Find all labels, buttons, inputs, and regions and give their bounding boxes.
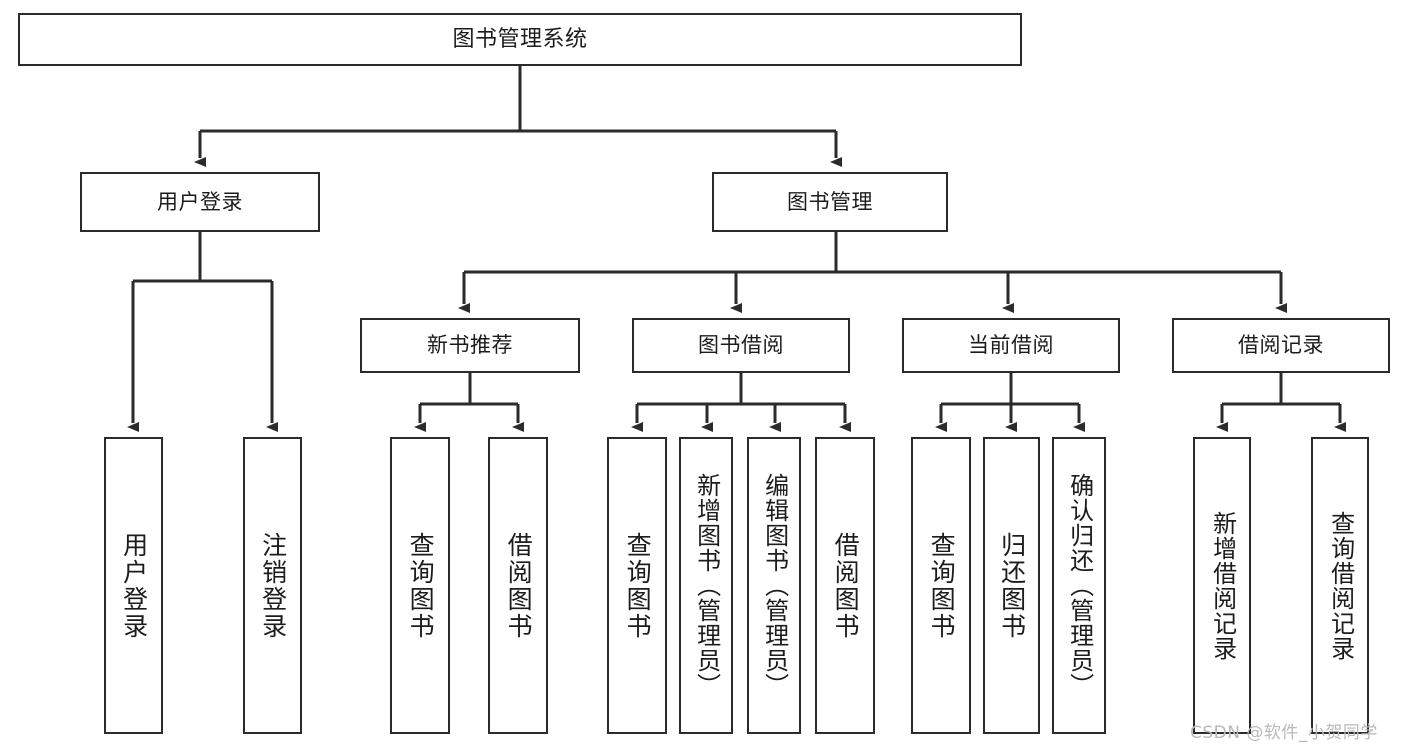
leaf-borrow-books-recommend[interactable]: 借阅图书 [488, 437, 548, 734]
node-label: 图书管理系统 [452, 26, 588, 52]
node-user-login[interactable]: 用户登录 [80, 172, 320, 232]
node-label: 用户登录 [157, 189, 243, 214]
leaf-edit-book-admin[interactable]: 编辑图书（管理员） [747, 437, 801, 734]
node-label: 注销登录 [258, 531, 288, 640]
node-label: 编辑图书（管理员） [760, 473, 789, 698]
leaf-confirm-return-admin[interactable]: 确认归还（管理员） [1052, 437, 1106, 734]
node-current-borrow[interactable]: 当前借阅 [902, 318, 1120, 373]
node-root-system[interactable]: 图书管理系统 [18, 13, 1022, 66]
node-label: 确认归还（管理员） [1065, 473, 1094, 698]
node-label: 用户登录 [119, 531, 149, 640]
node-label: 归还图书 [997, 531, 1027, 640]
node-label: 借阅图书 [831, 531, 861, 640]
node-label: 查询图书 [927, 531, 957, 640]
leaf-query-books-borrow[interactable]: 查询图书 [607, 437, 667, 734]
node-label: 当前借阅 [968, 333, 1054, 358]
node-borrow-records[interactable]: 借阅记录 [1172, 318, 1390, 373]
leaf-borrow-books[interactable]: 借阅图书 [815, 437, 875, 734]
node-label: 查询借阅记录 [1326, 510, 1355, 661]
node-label: 借阅记录 [1238, 333, 1324, 358]
node-new-book-recommend[interactable]: 新书推荐 [360, 318, 580, 373]
leaf-query-borrow-record[interactable]: 查询借阅记录 [1311, 437, 1369, 734]
node-label: 图书借阅 [698, 333, 784, 358]
leaf-add-borrow-record[interactable]: 新增借阅记录 [1193, 437, 1251, 734]
leaf-user-login[interactable]: 用户登录 [104, 437, 163, 734]
leaf-query-books-current[interactable]: 查询图书 [911, 437, 971, 734]
node-label: 新增图书（管理员） [692, 473, 721, 698]
node-label: 新增借阅记录 [1208, 510, 1237, 661]
leaf-query-books-recommend[interactable]: 查询图书 [390, 437, 450, 734]
csdn-watermark: CSDN @软件_小贺同学 [1190, 723, 1378, 743]
node-label: 查询图书 [406, 531, 436, 640]
node-label: 图书管理 [787, 189, 873, 214]
leaf-return-books[interactable]: 归还图书 [983, 437, 1040, 734]
node-book-management[interactable]: 图书管理 [712, 172, 948, 232]
node-label: 查询图书 [623, 531, 653, 640]
leaf-add-book-admin[interactable]: 新增图书（管理员） [679, 437, 733, 734]
node-label: 新书推荐 [427, 333, 513, 358]
node-book-borrow[interactable]: 图书借阅 [632, 318, 850, 373]
node-label: 借阅图书 [504, 531, 534, 640]
leaf-logout[interactable]: 注销登录 [243, 437, 302, 734]
